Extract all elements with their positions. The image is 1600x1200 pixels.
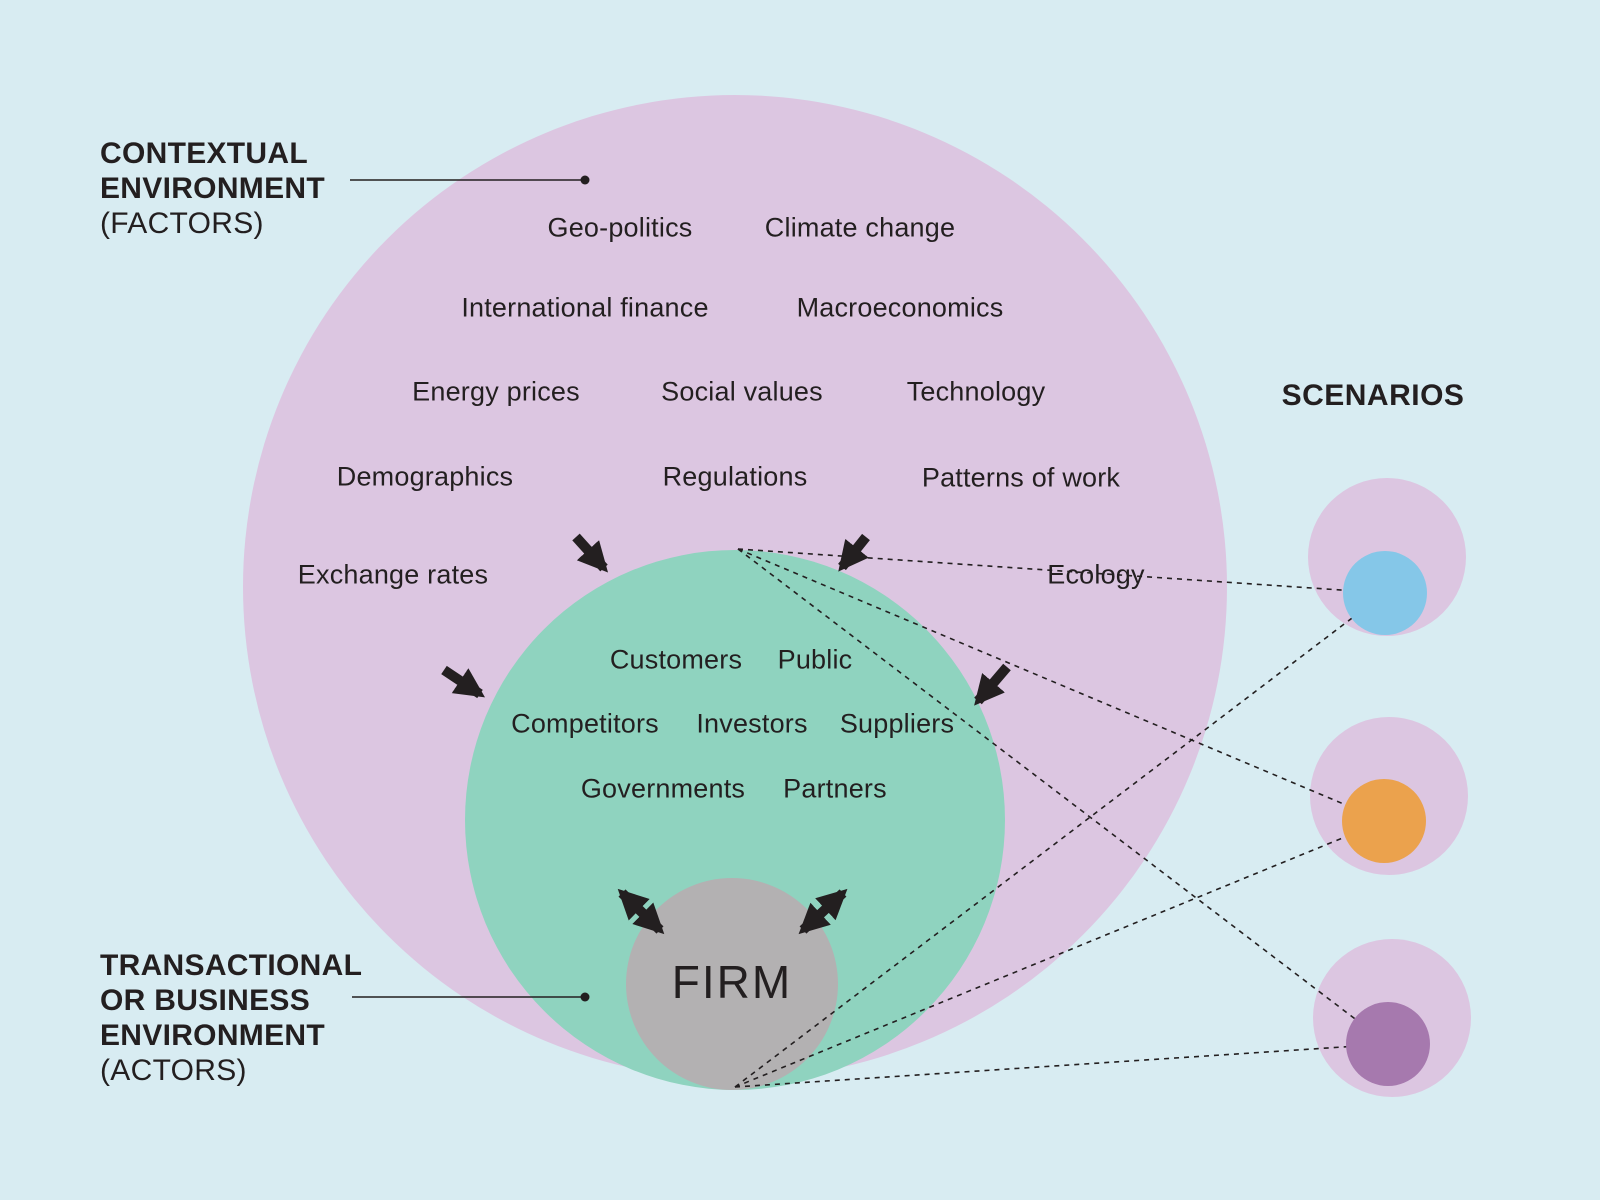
transactional-heading-line1: TRANSACTIONAL <box>100 949 363 982</box>
factor-label-ecology: Ecology <box>1047 559 1145 590</box>
transactional-heading-line3: ENVIRONMENT <box>100 1019 325 1052</box>
factor-label-exchange-rates: Exchange rates <box>297 559 489 590</box>
factor-label-social-values: Social values <box>661 376 823 407</box>
factor-label-geo-politics: Geo-politics <box>547 212 693 243</box>
actor-label-partners: Partners <box>783 773 887 804</box>
factor-label-climate-change: Climate change <box>764 212 956 243</box>
scenario-3-dot <box>1346 1002 1430 1086</box>
contextual-heading-sub: (FACTORS) <box>100 207 264 240</box>
transactional-environment-heading: TRANSACTIONAL OR BUSINESS ENVIRONMENT (A… <box>100 948 362 1088</box>
factor-label-demographics: Demographics <box>336 461 514 492</box>
actor-label-customers: Customers <box>609 644 743 675</box>
factor-label-international-finance: International finance <box>461 292 709 323</box>
transactional-heading-line2: OR BUSINESS <box>100 984 311 1017</box>
scenarios-title: SCENARIOS <box>1281 379 1465 412</box>
contextual-heading-line1: CONTEXTUAL <box>100 137 308 170</box>
firm-label: FIRM <box>671 956 793 1008</box>
contextual-environment-heading: CONTEXTUAL ENVIRONMENT (FACTORS) <box>100 136 325 241</box>
actor-label-public: Public <box>777 644 853 675</box>
contextual-heading-line2: ENVIRONMENT <box>100 172 325 205</box>
scenario-1-dot <box>1343 551 1427 635</box>
factor-label-energy-prices: Energy prices <box>412 376 580 407</box>
factor-label-patterns-of-work: Patterns of work <box>921 462 1121 493</box>
actor-label-investors: Investors <box>696 708 808 739</box>
factor-label-technology: Technology <box>906 376 1046 407</box>
transactional-heading-sub: (ACTORS) <box>100 1054 247 1087</box>
factor-label-regulations: Regulations <box>662 461 808 492</box>
actor-label-suppliers: Suppliers <box>839 708 955 739</box>
actor-label-competitors: Competitors <box>511 708 659 739</box>
actor-label-governments: Governments <box>580 773 746 804</box>
factor-label-macroeconomics: Macroeconomics <box>796 292 1004 323</box>
scenario-2-dot <box>1342 779 1426 863</box>
